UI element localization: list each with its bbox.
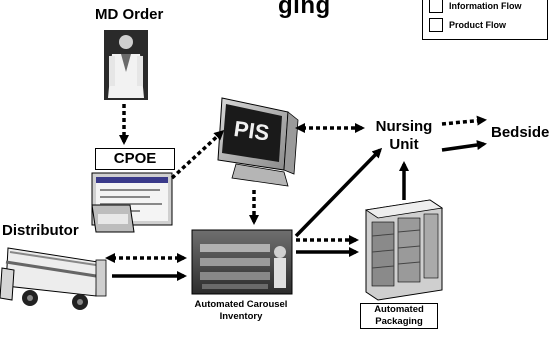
carousel-label-line1: Automated Carousel [194, 299, 288, 310]
distributor-label: Distributor [2, 222, 79, 239]
legend-product-swatch [429, 18, 443, 32]
cpoe-label: CPOE [113, 150, 157, 167]
cpoe-computer-illustration [91, 172, 173, 233]
nursing-unit-label: Nursing Unit [372, 118, 436, 154]
packaging-label-line2: Packaging [375, 316, 423, 327]
info-arrow-cpoe-to-pis [170, 129, 225, 180]
diagram-title-fragment: ging [278, 0, 331, 19]
legend-information-flow: Information Flow [429, 0, 522, 13]
cpoe-label-box: CPOE [95, 148, 175, 170]
legend: Information Flow Product Flow [422, 0, 548, 40]
legend-information-swatch [429, 0, 443, 13]
packaging-machine-illustration [364, 199, 444, 301]
nursing-unit-line1: Nursing [375, 118, 433, 135]
legend-information-label: Information Flow [449, 1, 522, 11]
pis-monitor-illustration: PIS [217, 97, 299, 187]
product-arrow-carousel-to-nursing [294, 147, 383, 238]
bedside-label: Bedside [491, 124, 550, 141]
packaging-label-line1: Automated [374, 304, 424, 315]
nursing-unit-line2: Unit [389, 136, 419, 153]
info-arrow-nursing-to-bedside [441, 115, 487, 126]
carousel-label-line2: Inventory [219, 311, 263, 322]
carousel-label: Automated Carousel Inventory [176, 299, 306, 323]
md-order-label: MD Order [95, 6, 164, 23]
pis-screen-text: PIS [232, 116, 271, 146]
distributor-truck-illustration [0, 247, 107, 310]
doctor-illustration [104, 30, 148, 100]
legend-product-flow: Product Flow [429, 18, 506, 32]
product-flow-arrows [112, 140, 487, 281]
packaging-label-box: Automated Packaging [360, 303, 438, 329]
legend-product-label: Product Flow [449, 20, 506, 30]
information-flow-arrows [105, 104, 487, 263]
product-arrow-nursing-to-bedside [441, 140, 487, 152]
carousel-photo [191, 229, 293, 295]
